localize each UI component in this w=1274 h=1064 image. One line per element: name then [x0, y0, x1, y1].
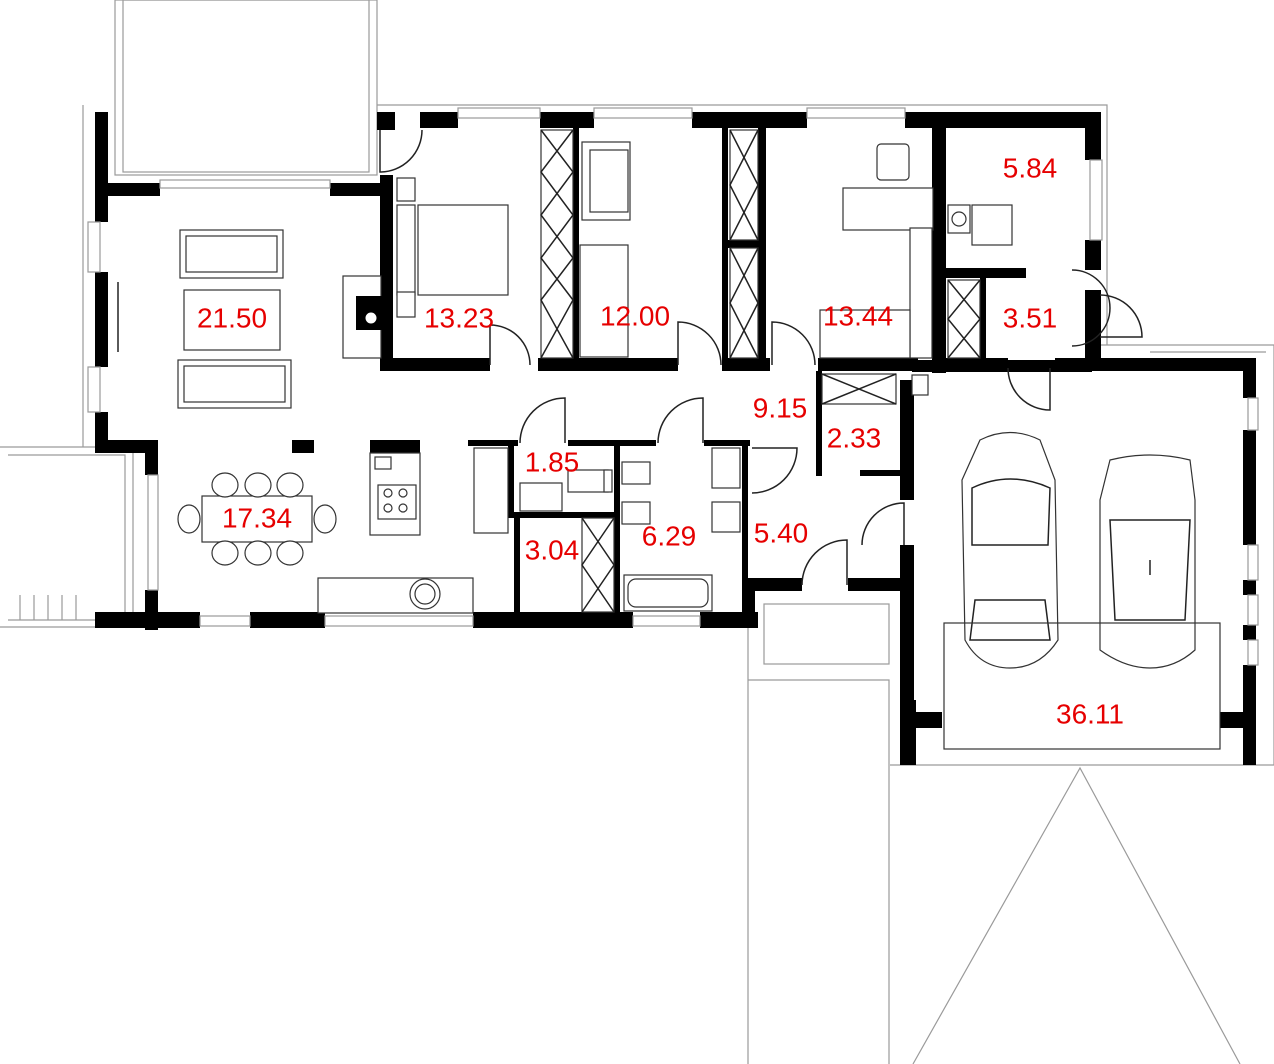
room-area-living: 21.50 — [197, 302, 267, 333]
room-area-bathroom: 6.29 — [642, 520, 697, 551]
room-area-hall: 9.15 — [753, 392, 808, 423]
garage-cars — [943, 431, 1221, 750]
room-area-garage: 36.11 — [1056, 698, 1124, 729]
doors — [379, 129, 1143, 586]
windows — [87, 107, 1259, 666]
wardrobes — [540, 129, 981, 613]
room-area-storage: 3.04 — [525, 534, 580, 565]
room-labels: 21.50 17.34 13.23 12.00 13.44 5.84 3.51 … — [197, 152, 1124, 729]
room-area-wardrobe: 3.51 — [1003, 302, 1058, 333]
room-area-wc: 1.85 — [525, 446, 580, 477]
driveway — [912, 766, 1241, 1064]
room-area-utility: 5.84 — [1003, 152, 1058, 183]
car-right — [1099, 454, 1196, 669]
desk — [842, 187, 934, 231]
washing-machine — [971, 204, 1013, 246]
room-area-dining: 17.34 — [222, 502, 292, 533]
garage-door-zone — [943, 622, 1221, 750]
coffee-table — [183, 289, 281, 351]
room-area-bedroom-1: 13.23 — [424, 302, 494, 333]
walls — [95, 112, 1256, 765]
bed-1 — [417, 204, 509, 296]
furniture — [117, 129, 1013, 614]
room-area-bedroom-2: 12.00 — [600, 300, 670, 331]
room-area-entrance: 5.40 — [754, 517, 809, 548]
car-left — [961, 431, 1059, 669]
room-area-closet: 2.33 — [827, 422, 882, 453]
room-area-bedroom-3: 13.44 — [823, 300, 893, 331]
